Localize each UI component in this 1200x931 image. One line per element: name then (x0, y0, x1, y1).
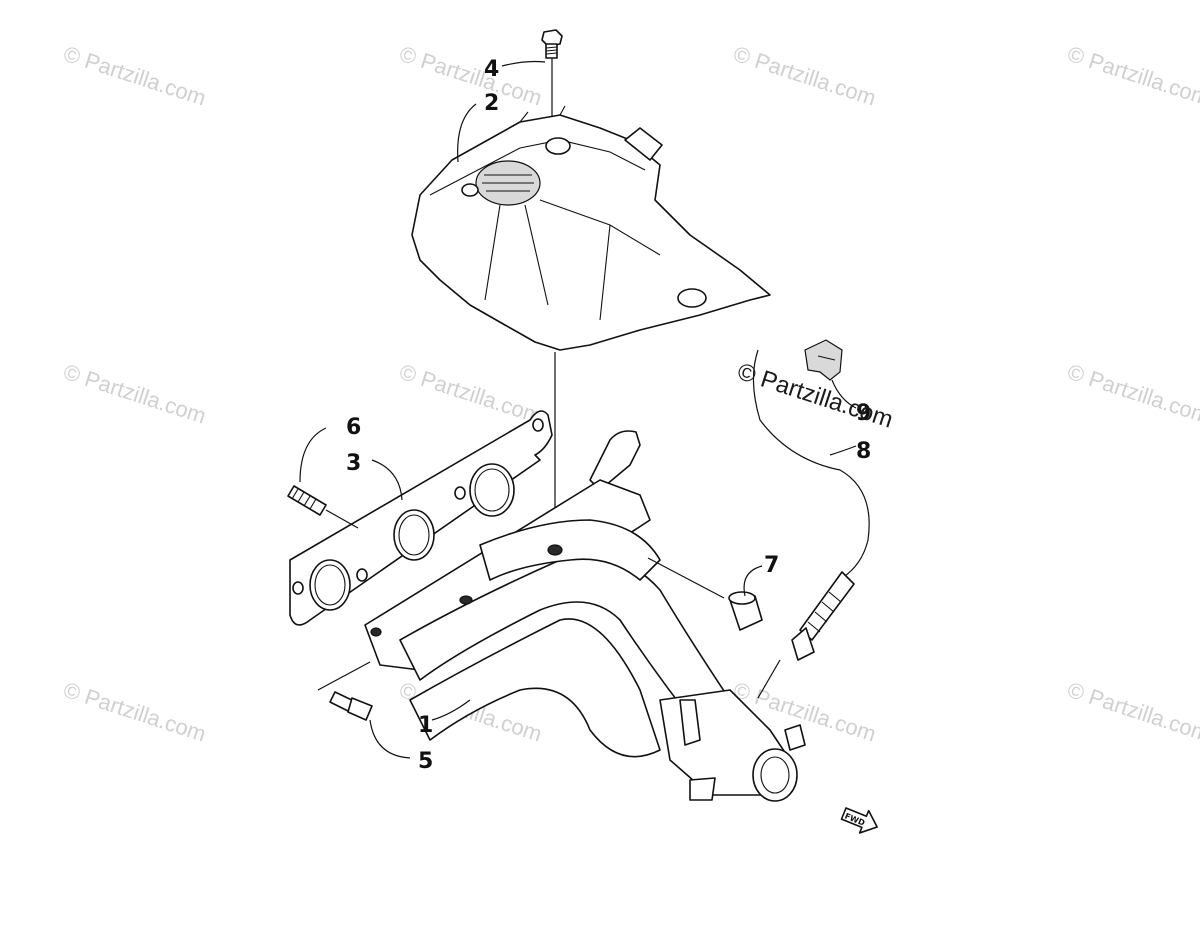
part-7-spacer (728, 591, 763, 631)
part-9-clip (804, 339, 843, 381)
part-3-gasket (289, 410, 553, 626)
watermark-text: © Partzilla.com (1064, 41, 1200, 111)
part-6-stud (287, 485, 359, 529)
watermark-text: © Partzilla.com (396, 41, 545, 111)
watermark-text: © Partzilla.com (1064, 359, 1200, 429)
callout-1: 1 (418, 713, 433, 738)
callout-numbers: 1 2 3 4 5 6 7 8 9 (346, 57, 871, 774)
callout-leaders (299, 60, 857, 759)
callout-3: 3 (346, 451, 361, 476)
part-2-heat-shield (411, 105, 771, 545)
part-8-oxygen-sensor (752, 349, 870, 699)
watermark-text: © Partzilla.com (60, 359, 209, 429)
part-5-bolt (329, 691, 373, 721)
part-1-exhaust-manifold (317, 430, 806, 802)
watermark-text: © Partzilla.com (1064, 677, 1200, 747)
watermark-text: © Partzilla.com (60, 41, 209, 111)
forward-arrow-icon: FWD (840, 807, 878, 834)
callout-9: 9 (856, 401, 871, 426)
callout-4: 4 (484, 57, 499, 82)
watermark-text: © Partzilla.com (730, 41, 879, 111)
callout-8: 8 (856, 439, 871, 464)
callout-6: 6 (346, 415, 361, 440)
watermark-text: © Partzilla.com (396, 359, 545, 429)
callout-2: 2 (484, 91, 499, 116)
callout-5: 5 (418, 749, 433, 774)
callout-7: 7 (764, 553, 779, 578)
watermark-text: © Partzilla.com (60, 677, 209, 747)
